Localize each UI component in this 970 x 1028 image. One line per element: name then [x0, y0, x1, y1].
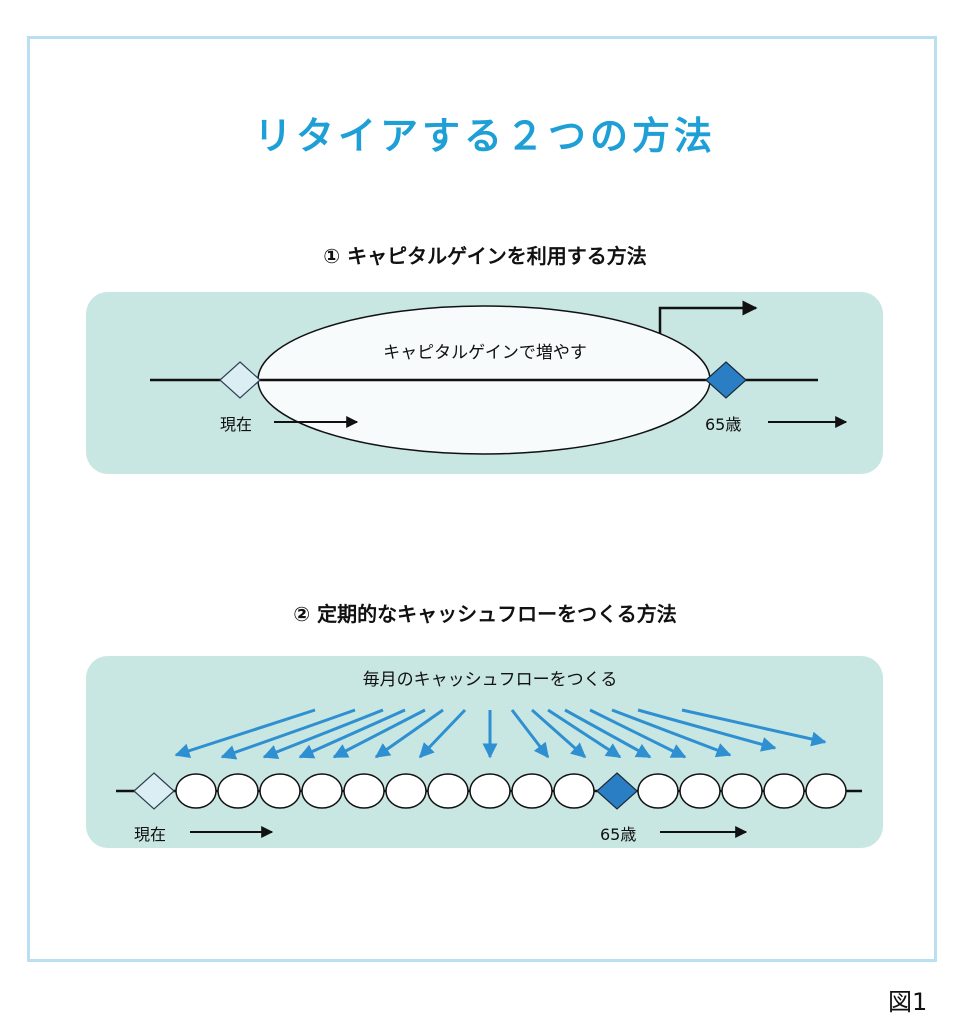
- cashflow-arrow: [547, 708, 622, 759]
- cashflow-circle: [637, 773, 679, 809]
- cashflow-arrow: [589, 708, 687, 759]
- cashflow-arrow: [637, 708, 777, 752]
- cashflow-arrow: [332, 708, 426, 759]
- retirement-diamond-2: [596, 772, 638, 810]
- exit-arrow: [658, 300, 758, 338]
- cashflow-circle: [175, 773, 217, 809]
- cashflow-arrow: [564, 708, 652, 759]
- cashflow-circle: [679, 773, 721, 809]
- retirement-diamond: [705, 361, 747, 399]
- main-title: リタイアする２つの方法: [253, 114, 716, 158]
- cashflow-circle: [469, 773, 511, 809]
- cashflow-arrow: [174, 708, 316, 758]
- end-label-2: 65歳: [600, 825, 636, 844]
- cashflow-circle: [805, 773, 847, 809]
- cashflow-circle: [385, 773, 427, 809]
- cashflow-circle: [343, 773, 385, 809]
- cashflow-arrow: [681, 708, 827, 747]
- start-diamond-2: [133, 772, 175, 810]
- cashflow-arrows: [174, 708, 827, 760]
- figure-label: 図1: [888, 988, 928, 1016]
- cashflow-circle: [511, 773, 553, 809]
- cashflow-circle: [217, 773, 259, 809]
- cashflow-arrow: [298, 708, 406, 759]
- cashflow-arrow: [510, 709, 550, 759]
- end-label: 65歳: [705, 415, 741, 434]
- cashflow-circle: [721, 773, 763, 809]
- ellipse-label: キャピタルゲインで増やす: [383, 343, 587, 363]
- cashflow-arrow: [374, 708, 444, 759]
- start-diamond: [219, 361, 261, 399]
- start-label: 現在: [220, 415, 252, 434]
- cashflow-arrow: [611, 708, 732, 758]
- section2-title: ② 定期的なキャッシュフローをつくる方法: [293, 602, 677, 626]
- cashflow-arrow: [418, 708, 467, 759]
- cashflow-arrow: [262, 708, 384, 760]
- cashflow-circle: [427, 773, 469, 809]
- cashflow-arrow: [531, 708, 587, 759]
- cashflow-label: 毎月のキャッシュフローをつくる: [363, 670, 618, 690]
- section1-title: ① キャピタルゲインを利用する方法: [323, 244, 647, 268]
- cashflow-circles: [175, 773, 847, 809]
- cashflow-circle: [259, 773, 301, 809]
- section2-diagram: 毎月のキャッシュフローをつくる 現在 65歳: [116, 670, 862, 844]
- start-label-2: 現在: [134, 825, 166, 844]
- section1-diagram: キャピタルゲインで増やす 現在 65歳: [150, 300, 848, 455]
- cashflow-circle: [301, 773, 343, 809]
- cashflow-circle: [553, 773, 595, 809]
- cashflow-circle: [763, 773, 805, 809]
- cashflow-arrow: [220, 708, 356, 760]
